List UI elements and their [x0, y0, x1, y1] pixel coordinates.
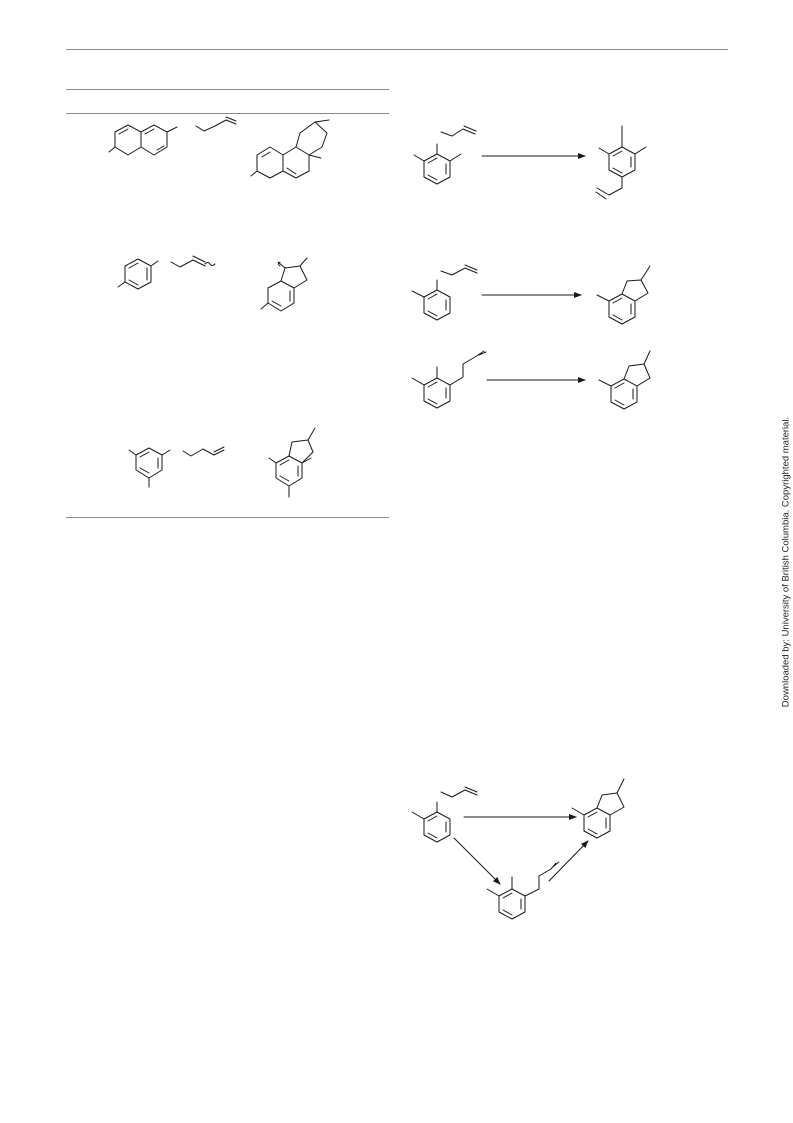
table-row-3-product [268, 427, 316, 498]
table-bottom-rule [66, 517, 389, 518]
scheme-4-reactant [411, 786, 478, 843]
scheme-2-reactant [411, 264, 478, 321]
scheme-3-product [598, 350, 651, 410]
scheme-1-reactant [413, 125, 477, 185]
table-row-2-product [260, 257, 308, 312]
header-rule [66, 49, 728, 50]
download-watermark: Downloaded by: University of British Col… [780, 416, 792, 708]
table-row-1-substrate [108, 116, 237, 156]
scheme-1-product [595, 125, 647, 200]
table-top-rule [66, 89, 389, 90]
scheme-2-product [596, 265, 651, 325]
scheme-4-arrow-down [453, 837, 501, 885]
table-row-2-substrate [117, 255, 216, 290]
scheme-4-arrow-up [548, 840, 589, 882]
table-header-rule [66, 113, 389, 114]
table-row-3-substrate [128, 446, 225, 488]
scheme-3-reactant [411, 350, 487, 409]
scheme-4-product [571, 778, 625, 839]
table-row-1-product [250, 119, 330, 179]
scheme-4-intermediate [486, 861, 560, 920]
